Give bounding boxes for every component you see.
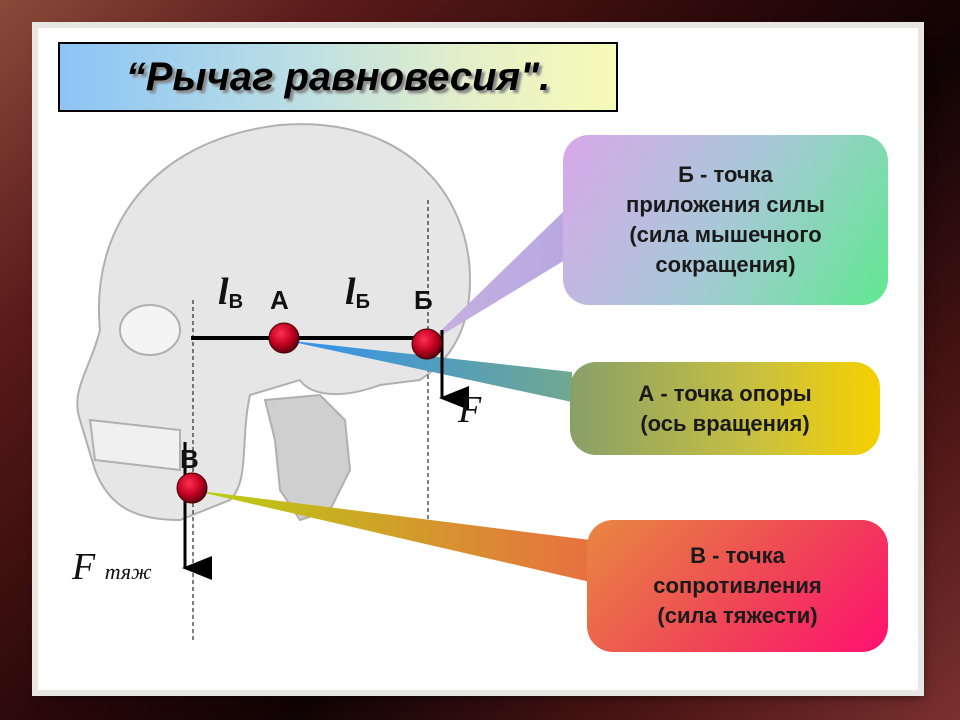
label-v: В xyxy=(180,444,199,474)
callout-line: (ось вращения) xyxy=(640,410,810,436)
callout-line: приложения силы xyxy=(626,192,825,217)
callout-line: сокращения) xyxy=(655,252,796,277)
gravity-label: F тяж xyxy=(72,546,152,588)
point-v xyxy=(176,472,208,504)
callout-line: В - точка xyxy=(690,543,785,568)
pointer-b xyxy=(427,210,565,344)
callout-line: (сила тяжести) xyxy=(657,603,818,628)
callout-point-v: В - точка сопротивления (сила тяжести) xyxy=(587,520,888,652)
callout-line: Б - точка xyxy=(678,162,773,187)
arm-label-b: lБ xyxy=(345,271,370,313)
label-b: Б xyxy=(414,285,433,315)
callout-point-a: А - точка опоры (ось вращения) xyxy=(570,362,880,455)
callout-line: сопротивления xyxy=(653,573,822,598)
callout-point-b: Б - точка приложения силы (сила мышечног… xyxy=(563,135,888,305)
arm-label-v: lВ xyxy=(218,271,244,313)
callout-line: А - точка опоры xyxy=(638,380,812,406)
pointer-v xyxy=(192,490,590,582)
skull-illustration xyxy=(76,123,472,522)
point-b xyxy=(411,328,443,360)
callout-line: (сила мышечного xyxy=(629,222,822,247)
label-a: А xyxy=(270,285,289,315)
pointer-a xyxy=(284,340,572,402)
force-label: F xyxy=(458,389,482,431)
point-a xyxy=(268,322,300,354)
slide-title: “Рычаг равновесия". xyxy=(58,42,618,112)
